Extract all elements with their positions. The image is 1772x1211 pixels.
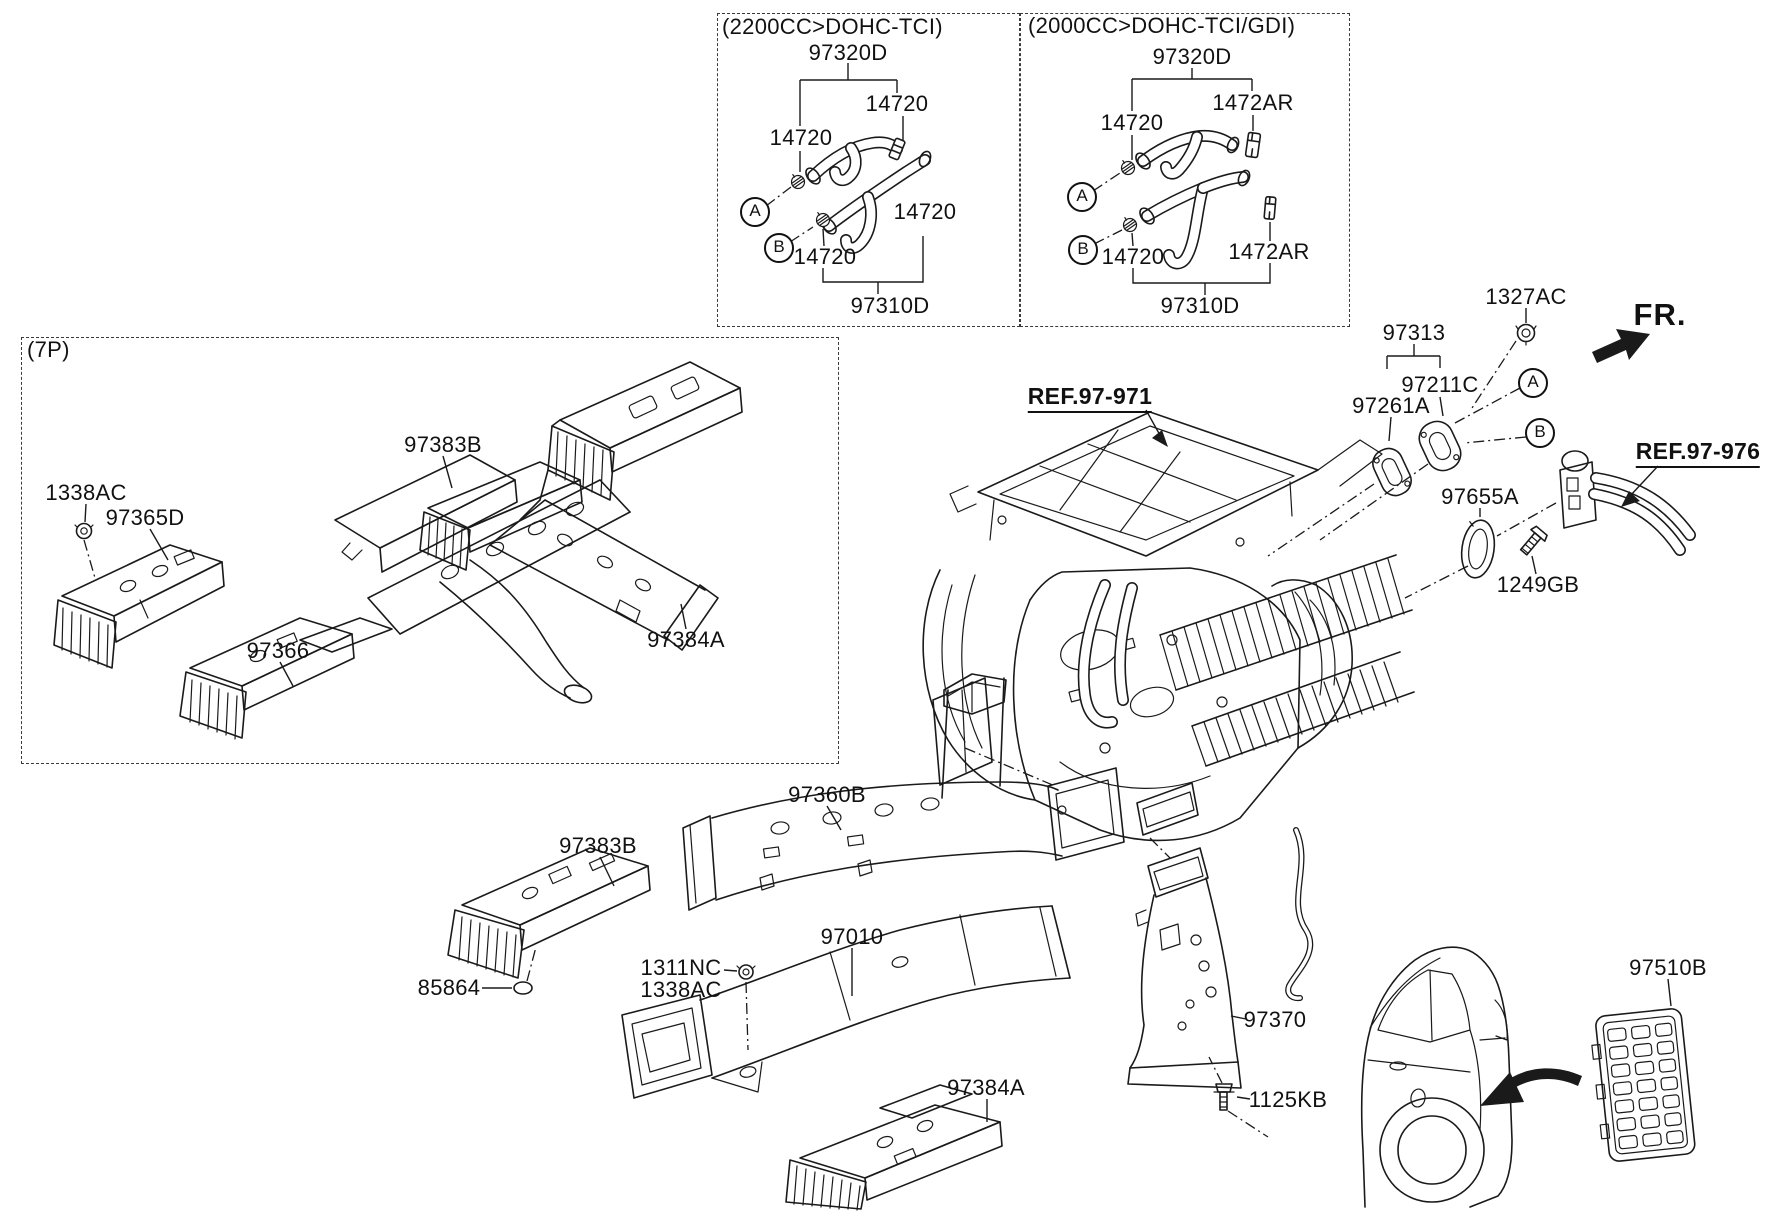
marker-b-2000: B	[1068, 235, 1098, 265]
duct-97384a-bottom	[785, 1084, 1003, 1211]
label-97310d-2000: 97310D	[1160, 293, 1240, 318]
duct-97384a-7p	[419, 461, 719, 651]
screw-1125kb-icon	[1213, 1083, 1235, 1111]
hose-diagram-2200	[765, 63, 932, 294]
ref976-hose-connector	[1559, 450, 1696, 556]
label-14720-2200-bottom: 14720	[793, 244, 857, 269]
label-97383b-7p: 97383B	[404, 432, 482, 457]
duct-97383b-bottom	[447, 847, 651, 979]
box-2200cc-title: (2200CC>DOHC-TCI)	[722, 14, 943, 39]
label-14720-2000-left: 14720	[1100, 110, 1164, 135]
label-97510b: 97510B	[1629, 955, 1707, 980]
label-97366: 97366	[246, 638, 310, 663]
nut-1338ac-7p-icon	[74, 522, 94, 540]
label-97360b: 97360B	[788, 782, 866, 807]
label-85864: 85864	[417, 975, 481, 1000]
gasket-97655a	[1460, 519, 1496, 579]
label-14720-2200-left: 14720	[769, 125, 833, 150]
label-97383b-bottom: 97383B	[559, 833, 637, 858]
label-14720-2000-bottom: 14720	[1101, 244, 1165, 269]
car-rear-quarter	[1360, 946, 1582, 1208]
hose-clamp-icon	[1122, 217, 1138, 233]
box-2000cc-title: (2000CC>DOHC-TCI/GDI)	[1028, 13, 1296, 38]
box-2200cc	[717, 13, 1020, 327]
marker-a-2000: A	[1067, 182, 1097, 212]
label-97320d-2000: 97320D	[1152, 44, 1232, 69]
label-1249gb: 1249GB	[1496, 572, 1580, 597]
screw-1249gb-icon	[1519, 525, 1548, 556]
label-1472ar-2000-top: 1472AR	[1212, 90, 1294, 115]
marker-b-2200: B	[764, 233, 794, 263]
label-1338ac-bottom: 1338AC	[640, 977, 722, 1002]
label-97261a: 97261A	[1352, 393, 1430, 418]
nut-1327ac-icon	[1515, 323, 1537, 346]
duct-97360b	[682, 673, 1125, 911]
label-97384a-7p: 97384A	[647, 627, 725, 652]
label-1125kb: 1125KB	[1248, 1087, 1328, 1112]
marker-b-main: B	[1525, 418, 1555, 448]
hose-diagram-2000	[1092, 68, 1277, 295]
hose-clamp-icon	[790, 174, 806, 190]
nut-1311nc-icon	[736, 964, 756, 980]
box-2000cc	[1020, 13, 1350, 327]
label-fr: FR.	[1633, 297, 1687, 332]
label-1327ac: 1327AC	[1485, 284, 1567, 309]
hose-clamp-icon	[815, 212, 831, 228]
marker-a-2200: A	[740, 197, 770, 227]
label-14720-2200-right: 14720	[893, 199, 957, 224]
marker-a-main: A	[1518, 368, 1548, 398]
label-97310d-2200: 97310D	[850, 293, 930, 318]
hose-clamp-icon	[1120, 160, 1136, 176]
label-97211c: 97211C	[1401, 372, 1479, 397]
label-97384a-bottom: 97384A	[947, 1075, 1025, 1100]
hose-clip-icon	[888, 137, 906, 161]
duct-97383b-7p	[334, 361, 743, 704]
clip-85864-icon	[513, 981, 533, 995]
label-ref-97-976: REF.97-976	[1635, 438, 1761, 468]
label-97313: 97313	[1382, 320, 1446, 345]
label-1338ac-7p: 1338AC	[45, 480, 127, 505]
label-97370: 97370	[1243, 1007, 1307, 1032]
hose-clip-icon	[1263, 195, 1277, 221]
leader-lines	[83, 308, 1672, 1138]
label-97320d-2200: 97320D	[808, 40, 888, 65]
label-97365d: 97365D	[105, 505, 185, 530]
label-97010: 97010	[820, 924, 884, 949]
grille-97510b	[1591, 1008, 1696, 1162]
label-97655a: 97655A	[1441, 484, 1519, 509]
label-ref-97-971: REF.97-971	[1027, 383, 1153, 413]
box-7p	[21, 337, 839, 764]
fr-direction-arrow-icon	[1592, 329, 1650, 363]
gasket-97211c	[1418, 420, 1462, 472]
label-14720-2200-topright: 14720	[865, 91, 929, 116]
hose-clip-icon	[1244, 131, 1262, 159]
box-7p-title: (7P)	[27, 337, 70, 362]
duct-97010	[621, 905, 1071, 1099]
gasket-97261a	[1372, 447, 1412, 497]
label-1472ar-2000-bottom: 1472AR	[1228, 239, 1310, 264]
hvac-assembly	[922, 411, 1415, 1002]
duct-97365d	[53, 544, 225, 669]
duct-97366	[179, 617, 393, 740]
duct-97370	[1127, 847, 1242, 1089]
label-1311nc: 1311NC	[640, 955, 722, 980]
